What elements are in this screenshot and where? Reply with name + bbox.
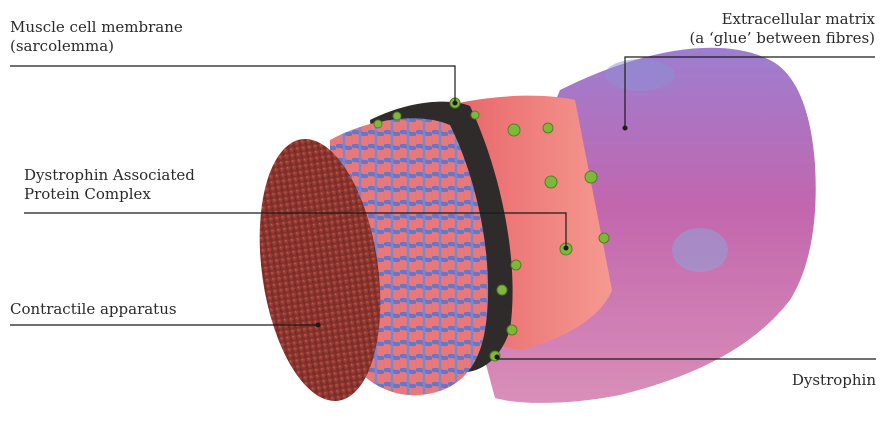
dapc-label-line2: Protein Complex: [24, 185, 195, 204]
matrix-highlight: [605, 59, 675, 91]
label-dystrophin-associated-protein-complex: Dystrophin Associated Protein Complex: [24, 166, 195, 204]
label-dystrophin: Dystrophin: [792, 371, 876, 390]
label-extracellular-matrix: Extracellular matrix (a ‘glue’ between f…: [689, 10, 875, 48]
matrix-highlight: [672, 228, 728, 272]
membrane-leader: [10, 66, 455, 103]
matrix-label-line2: (a ‘glue’ between fibres): [689, 29, 875, 48]
dystrophin-label-line1: Dystrophin: [792, 371, 876, 390]
membrane-label-line1: Muscle cell membrane: [10, 18, 183, 37]
dapc-label-line1: Dystrophin Associated: [24, 166, 195, 185]
label-contractile-apparatus: Contractile apparatus: [10, 300, 177, 319]
contractile-label-line1: Contractile apparatus: [10, 300, 177, 319]
membrane-label-line2: (sarcolemma): [10, 37, 183, 56]
label-muscle-cell-membrane: Muscle cell membrane (sarcolemma): [10, 18, 183, 56]
matrix-label-line1: Extracellular matrix: [689, 10, 875, 29]
